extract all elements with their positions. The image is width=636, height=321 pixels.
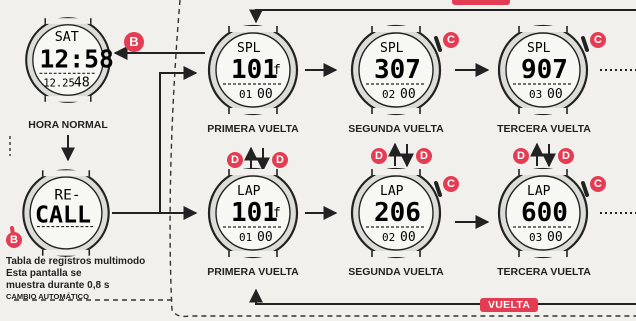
watch-suffix-text: f (273, 63, 281, 78)
watch-mode-text: LAP (380, 184, 404, 199)
badge-c-spl3: C (590, 32, 606, 48)
badge-d-col1-right: D (272, 152, 288, 168)
watch-day-text: SAT (55, 30, 79, 45)
watch-lap-num-text: 02 (382, 88, 395, 101)
watch-recall: RE- CALL (22, 169, 110, 257)
label-hora-normal: HORA NORMAL (28, 119, 108, 131)
badge-d-col3-right: D (558, 148, 574, 164)
watch-sub-text: 00 (400, 230, 416, 245)
watch-date-text: 12.25 (43, 78, 74, 90)
watch-sub-text: 00 (257, 87, 273, 102)
badge-d-col2-right: D (416, 148, 432, 164)
watch-mode-text: SPL (237, 41, 261, 56)
watch-lap-1: LAP 101 f 01 00 (207, 167, 299, 259)
note-line-4: CAMBIO AUTOMÁTICO (6, 292, 89, 301)
watch-mode-text: LAP (237, 184, 261, 199)
watch-main-text: 101 (231, 198, 278, 228)
watch-recall-line1: RE- (54, 186, 80, 203)
watch-recall-line2: CALL (35, 202, 91, 229)
top-tag-shape (452, 0, 510, 5)
watch-lap-num-text: 02 (382, 231, 395, 244)
badge-b-top: B (124, 32, 144, 52)
label-spl-tercera: TERCERA VUELTA (497, 123, 591, 135)
badge-c-lap2: C (443, 176, 459, 192)
bottom-return-arrow (249, 288, 636, 305)
watch-suffix-text: f (273, 206, 281, 221)
button-mark-spl2 (434, 36, 442, 52)
watch-main-text: 101 (231, 55, 278, 85)
badge-d-col2-left: D (371, 148, 387, 164)
watch-lap-num-text: 03 (529, 231, 542, 244)
button-mark-spl3 (581, 36, 589, 52)
badge-c-spl2: C (443, 32, 459, 48)
badge-d-col1-left: D (227, 152, 243, 168)
label-spl-segunda: SEGUNDA VUELTA (348, 123, 444, 135)
dashed-boundary-line (169, 0, 636, 318)
top-return-arrow (249, 9, 636, 24)
watch-main-text: 307 (374, 55, 421, 85)
badge-b-recall: B (6, 232, 22, 248)
toggle-arrows-col2 (388, 142, 414, 168)
button-mark-lap3 (581, 181, 589, 197)
watch-sub-text: 00 (547, 87, 563, 102)
watch-lap-num-text: 01 (239, 231, 252, 244)
watch-lap-2: LAP 206 02 00 (350, 167, 442, 259)
watch-mode-text: LAP (527, 184, 551, 199)
watch-sub-text: 00 (257, 230, 273, 245)
watch-lap-num-text: 01 (239, 88, 252, 101)
watch-mode-text: SPL (380, 41, 404, 56)
watch-spl-1: SPL 101 f 01 00 (207, 24, 299, 116)
watch-main-text: 206 (374, 198, 421, 228)
toggle-arrows-col3 (530, 142, 556, 168)
watch-spl-2: SPL 307 02 00 (350, 24, 442, 116)
vuelta-tag: VUELTA (480, 298, 539, 312)
watch-main-text: 907 (521, 55, 568, 85)
watch-seconds-text: 48 (74, 76, 90, 91)
watch-spl-3: SPL 907 03 00 (497, 24, 589, 116)
label-spl-primera: PRIMERA VUELTA (207, 123, 299, 135)
note-line-1: Tabla de registros multimodo (6, 256, 146, 267)
note-line-3: muestra durante 0,8 s (6, 280, 110, 291)
watch-main-text: 600 (521, 198, 568, 228)
label-lap-primera: PRIMERA VUELTA (207, 266, 299, 278)
badge-d-col3-left: D (513, 148, 529, 164)
watch-sub-text: 00 (400, 87, 416, 102)
watch-lap-num-text: 03 (529, 88, 542, 101)
watch-sub-text: 00 (547, 230, 563, 245)
label-lap-segunda: SEGUNDA VUELTA (348, 266, 444, 278)
button-mark-lap2 (434, 181, 442, 197)
note-line-2: Esta pantalla se (6, 268, 82, 279)
watch-lap-3: LAP 600 03 00 (497, 167, 589, 259)
watch-mode-text: SPL (527, 41, 551, 56)
arrow-recall-to-spl (112, 66, 198, 214)
toggle-arrows-col1 (244, 146, 270, 172)
badge-c-lap3: C (590, 176, 606, 192)
watch-normal-time: SAT 12:58 12.25 48 (25, 17, 114, 103)
label-lap-tercera: TERCERA VUELTA (497, 266, 591, 278)
watch-time-text: 12:58 (40, 45, 114, 74)
